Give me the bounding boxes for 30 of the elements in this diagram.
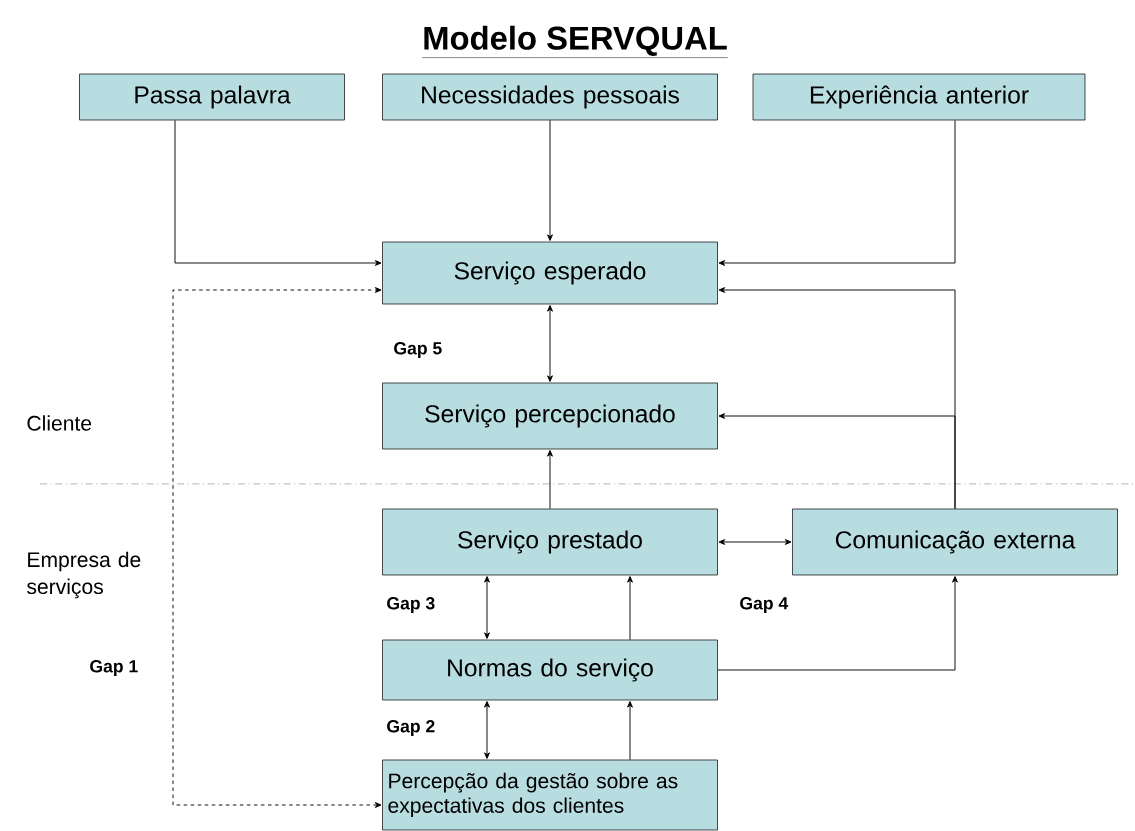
arrow — [547, 305, 553, 382]
title: Modelo SERVQUAL — [421, 25, 729, 58]
gap-label: Gap 1 — [90, 660, 138, 676]
arrow — [627, 701, 633, 761]
process-box: Experiência anterior — [752, 73, 1086, 121]
arrow — [718, 119, 956, 266]
arrow — [484, 701, 490, 759]
arrow — [718, 413, 956, 510]
arrow — [547, 450, 553, 510]
process-box: Serviço prestado — [382, 508, 718, 576]
arrow — [484, 576, 490, 639]
process-box: Serviço esperado — [382, 241, 718, 305]
process-box: Serviço percepcionado — [382, 382, 718, 450]
gap-label: Gap 4 — [740, 597, 789, 613]
process-box: Comunicação externa — [792, 508, 1118, 576]
process-box: Percepção da gestão sobre as expectativas dos clientes — [382, 759, 718, 831]
gap-label: Gap 3 — [387, 597, 435, 613]
process-box: Passa palavra — [79, 73, 345, 121]
zone-label: Empresa de serviços — [27, 551, 141, 599]
gap-label: Gap 2 — [387, 720, 435, 736]
process-box: Necessidades pessoais — [382, 73, 718, 121]
zone-label: Cliente — [27, 415, 92, 431]
arrow — [547, 119, 553, 241]
arrow — [172, 287, 382, 808]
gap-label: Gap 5 — [394, 342, 442, 358]
arrow — [718, 539, 792, 545]
arrow — [627, 576, 633, 641]
arrow — [717, 576, 958, 671]
arrow — [174, 119, 382, 266]
process-box: Normas do serviço — [382, 639, 718, 701]
